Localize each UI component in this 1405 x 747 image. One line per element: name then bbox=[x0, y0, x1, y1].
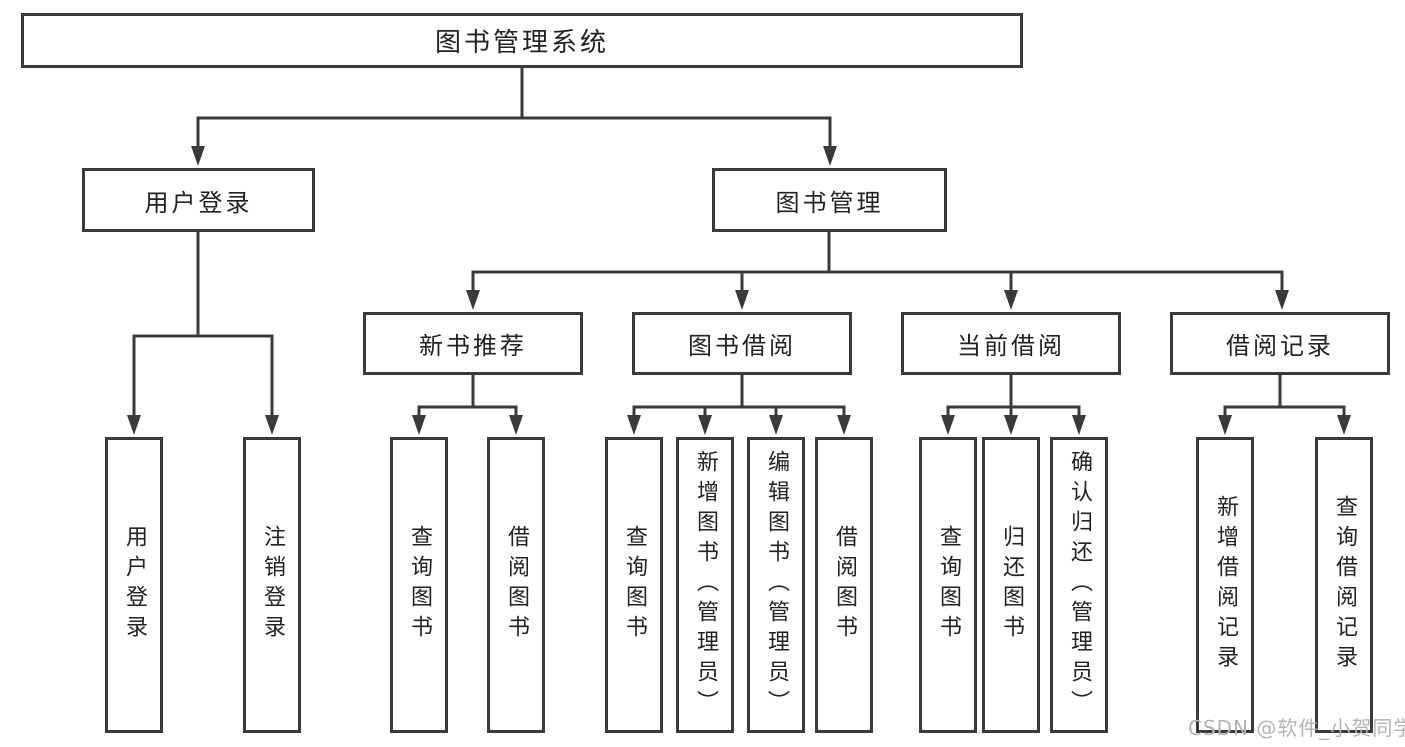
csdn-watermark: CSDN @软件_小贺同学 bbox=[1188, 716, 1405, 740]
leaf-confirm-return-admin: 确认归还（管理员） bbox=[1050, 437, 1108, 733]
leaf-query-books-borrow: 查询图书 bbox=[605, 437, 663, 733]
leaf-borrow-books-recommend: 借阅图书 bbox=[487, 437, 545, 733]
node-borrow-records: 借阅记录 bbox=[1170, 312, 1390, 375]
node-current-borrow: 当前借阅 bbox=[901, 312, 1121, 375]
leaf-return-book: 归还图书 bbox=[982, 437, 1040, 733]
node-book-borrow: 图书借阅 bbox=[632, 312, 852, 375]
leaf-add-book-admin: 新增图书（管理员） bbox=[676, 437, 734, 733]
leaf-user-login: 用户登录 bbox=[105, 437, 163, 733]
leaf-add-borrow-record: 新增借阅记录 bbox=[1196, 437, 1254, 733]
leaf-query-books-recommend: 查询图书 bbox=[390, 437, 448, 733]
node-user-login: 用户登录 bbox=[82, 168, 315, 232]
node-book-management: 图书管理 bbox=[712, 168, 947, 232]
leaf-query-books-current: 查询图书 bbox=[919, 437, 977, 733]
node-library-management-system: 图书管理系统 bbox=[21, 13, 1023, 68]
leaf-edit-book-admin: 编辑图书（管理员） bbox=[747, 437, 805, 733]
leaf-logout: 注销登录 bbox=[243, 437, 301, 733]
leaf-query-borrow-record: 查询借阅记录 bbox=[1315, 437, 1373, 733]
node-new-book-recommend: 新书推荐 bbox=[363, 312, 583, 375]
leaf-borrow-books: 借阅图书 bbox=[815, 437, 873, 733]
